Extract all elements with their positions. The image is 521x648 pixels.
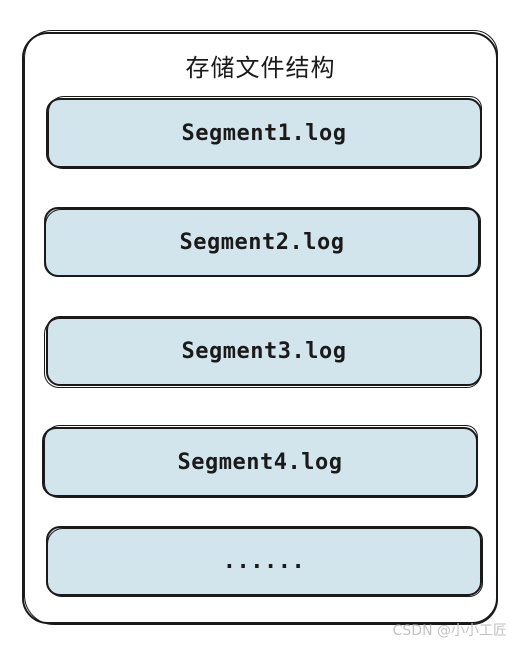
segment-label-4: Segment4.log [177,449,343,475]
watermark-text: CSDN @小小工匠 [392,623,507,639]
segment-label-more: ...... [222,548,306,574]
segment-box-3: Segment3.log [46,316,482,386]
segment-label-1: Segment1.log [181,120,347,146]
segment-box-4: Segment4.log [42,427,478,497]
segment-label-2: Segment2.log [179,229,345,255]
segment-label-3: Segment3.log [181,338,347,364]
segment-box-more: ...... [46,526,482,596]
diagram-title: 存储文件结构 [185,54,336,82]
segment-box-2: Segment2.log [44,207,480,277]
segment-box-1: Segment1.log [46,98,482,168]
